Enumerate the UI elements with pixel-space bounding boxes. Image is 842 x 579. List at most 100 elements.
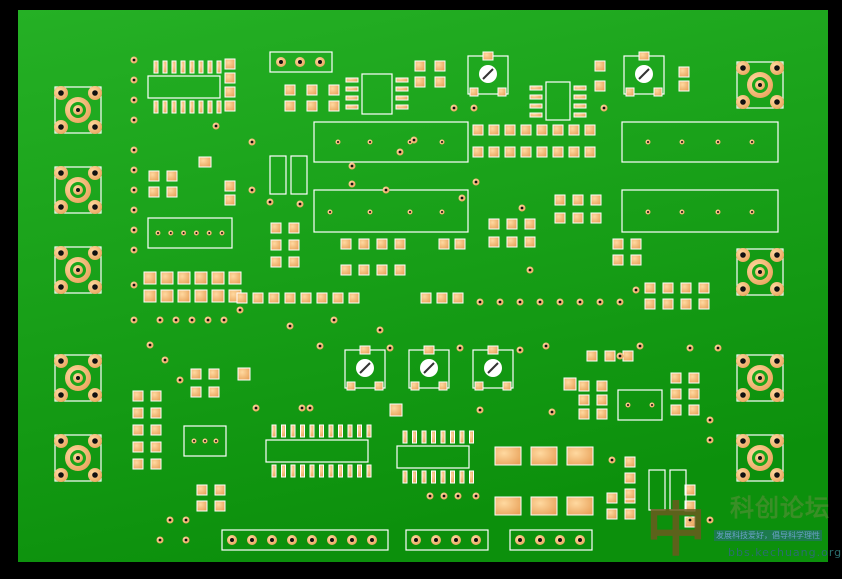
- via-hole: [716, 346, 720, 350]
- smd-pad: [596, 394, 608, 406]
- via-hole: [184, 538, 188, 542]
- drill-hole: [774, 358, 780, 364]
- smd-pad: [662, 298, 674, 310]
- smd-pad: [504, 124, 516, 136]
- via-hole: [132, 118, 136, 122]
- smd-pad: [594, 80, 606, 92]
- smd-pad: [552, 124, 564, 136]
- smd-pad: [309, 464, 315, 478]
- smd-pad: [459, 470, 465, 484]
- smd-pad: [211, 271, 225, 285]
- silkscreen-outline: [736, 354, 784, 402]
- smd-pad: [488, 146, 500, 158]
- via-hole: [268, 200, 272, 204]
- via-hole: [538, 300, 542, 304]
- smd-pad: [606, 492, 618, 504]
- via-hole: [458, 346, 462, 350]
- drill-hole: [647, 141, 649, 143]
- drill-hole: [474, 538, 478, 542]
- drill-hole: [751, 211, 753, 213]
- via-hole: [132, 148, 136, 152]
- via-hole: [388, 346, 392, 350]
- smd-pad: [529, 112, 543, 118]
- connector-hole: [76, 456, 80, 460]
- via-hole: [300, 406, 304, 410]
- via-hole: [132, 78, 136, 82]
- drill-hole: [58, 284, 64, 290]
- silkscreen-outline: [54, 166, 102, 214]
- via-hole: [558, 300, 562, 304]
- silkscreen-outline: [736, 61, 784, 109]
- smd-pad: [224, 58, 236, 70]
- potentiometer-slot: [423, 362, 435, 374]
- drill-hole: [337, 141, 339, 143]
- drill-hole: [92, 90, 98, 96]
- silkscreen-outline: [54, 246, 102, 294]
- smd-pad: [638, 51, 650, 61]
- drill-hole: [58, 170, 64, 176]
- via-hole: [190, 318, 194, 322]
- silkscreen-outline: [736, 248, 784, 296]
- connector-hole: [758, 456, 762, 460]
- drill-hole: [215, 440, 217, 442]
- smd-pad: [469, 470, 474, 484]
- smd-pad: [366, 424, 372, 438]
- smd-pad: [472, 124, 484, 136]
- via-hole: [132, 168, 136, 172]
- smd-pad: [208, 368, 220, 380]
- via-hole: [472, 106, 476, 110]
- smd-pad: [678, 66, 690, 78]
- smd-pad: [207, 60, 213, 74]
- smd-pad: [488, 236, 500, 248]
- smd-pad: [524, 218, 536, 230]
- smd-pad: [132, 390, 144, 402]
- via-hole: [132, 248, 136, 252]
- drill-hole: [681, 211, 683, 213]
- smd-pad: [688, 404, 700, 416]
- smd-pad: [566, 446, 594, 466]
- smd-pad: [224, 72, 236, 84]
- drill-hole: [92, 284, 98, 290]
- drill-hole: [717, 141, 719, 143]
- smd-pad: [440, 430, 446, 444]
- via-hole: [412, 138, 416, 142]
- smd-pad: [189, 60, 195, 74]
- smd-pad: [506, 218, 518, 230]
- smd-pad: [678, 80, 690, 92]
- silkscreen-outline: [221, 529, 389, 551]
- smd-pad: [596, 380, 608, 392]
- via-hole: [206, 318, 210, 322]
- smd-pad: [319, 464, 324, 478]
- smd-pad: [394, 238, 406, 250]
- smd-pad: [132, 441, 144, 453]
- smd-pad: [612, 254, 624, 266]
- smd-pad: [306, 84, 318, 96]
- via-hole: [132, 318, 136, 322]
- smd-pad: [624, 488, 636, 500]
- potentiometer-slot: [482, 68, 494, 80]
- via-hole: [318, 344, 322, 348]
- smd-pad: [284, 100, 296, 112]
- smd-pad: [402, 430, 408, 444]
- smd-pad: [497, 87, 507, 97]
- smd-pad: [487, 345, 499, 355]
- smd-pad: [345, 95, 359, 101]
- smd-pad: [328, 100, 340, 112]
- via-hole: [460, 196, 464, 200]
- smd-pad: [472, 146, 484, 158]
- smd-pad: [177, 271, 191, 285]
- smd-pad: [573, 94, 587, 100]
- smd-pad: [348, 292, 360, 304]
- smd-pad: [454, 238, 466, 250]
- via-hole: [158, 318, 162, 322]
- via-hole: [578, 300, 582, 304]
- drill-hole: [434, 538, 438, 542]
- drill-hole: [558, 538, 562, 542]
- via-hole: [442, 494, 446, 498]
- drill-hole: [740, 392, 746, 398]
- smd-pad: [698, 298, 710, 310]
- drill-hole: [409, 141, 411, 143]
- smd-pad: [624, 508, 636, 520]
- smd-pad: [684, 484, 696, 496]
